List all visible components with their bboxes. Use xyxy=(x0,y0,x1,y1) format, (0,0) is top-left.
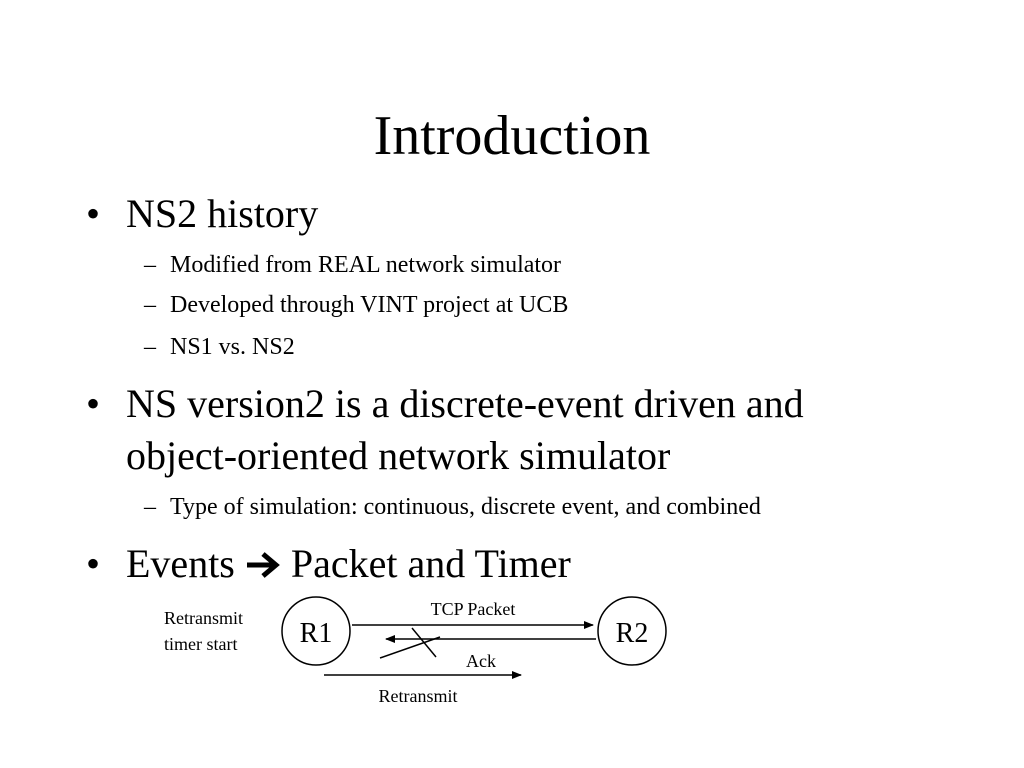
bullet-text-line2: object-oriented network simulator xyxy=(126,433,671,478)
sub-bullet-text: NS1 vs. NS2 xyxy=(170,334,295,360)
sub-bullet-text: Type of simulation: continuous, discrete… xyxy=(170,494,761,520)
node-r2-circle xyxy=(597,596,667,666)
slide-title: Introduction xyxy=(373,105,651,167)
sub-bullet-text: Developed through VINT project at UCB xyxy=(170,292,569,318)
lost-packet-cross-line xyxy=(379,636,441,659)
sub-bullet-text: Modified from REAL network simulator xyxy=(170,252,562,278)
packet-and-timer-label: Packet and Timer xyxy=(280,541,571,586)
retransmit-label: Retransmit xyxy=(379,686,458,706)
sub-dash: – xyxy=(144,252,156,278)
node-r1-circle xyxy=(281,596,351,666)
bullet-text: Events Packet and Timer xyxy=(126,538,571,590)
retransmit-timer-label-line2: timer start xyxy=(164,634,237,654)
node-r1-label: R1 xyxy=(300,618,333,649)
bullet-text-line1: NS version2 is a discrete-event driven a… xyxy=(126,381,804,426)
right-arrow-icon xyxy=(246,552,280,578)
ack-label: Ack xyxy=(466,651,496,671)
bullet-dot: • xyxy=(86,381,101,426)
bullet-dot: • xyxy=(86,191,101,236)
events-label: Events xyxy=(126,541,245,586)
bullet-dot: • xyxy=(86,541,101,586)
node-r2-label: R2 xyxy=(616,618,649,649)
tcp-packet-label: TCP Packet xyxy=(431,599,516,619)
sub-dash: – xyxy=(144,334,156,360)
retransmit-diagram: R1 R2 Retransmit timer start TCP Packet … xyxy=(164,596,667,706)
retransmit-timer-label-line1: Retransmit xyxy=(164,608,243,628)
sub-dash: – xyxy=(144,494,156,520)
bullet-text: NS2 history xyxy=(126,191,319,236)
sub-dash: – xyxy=(144,292,156,318)
